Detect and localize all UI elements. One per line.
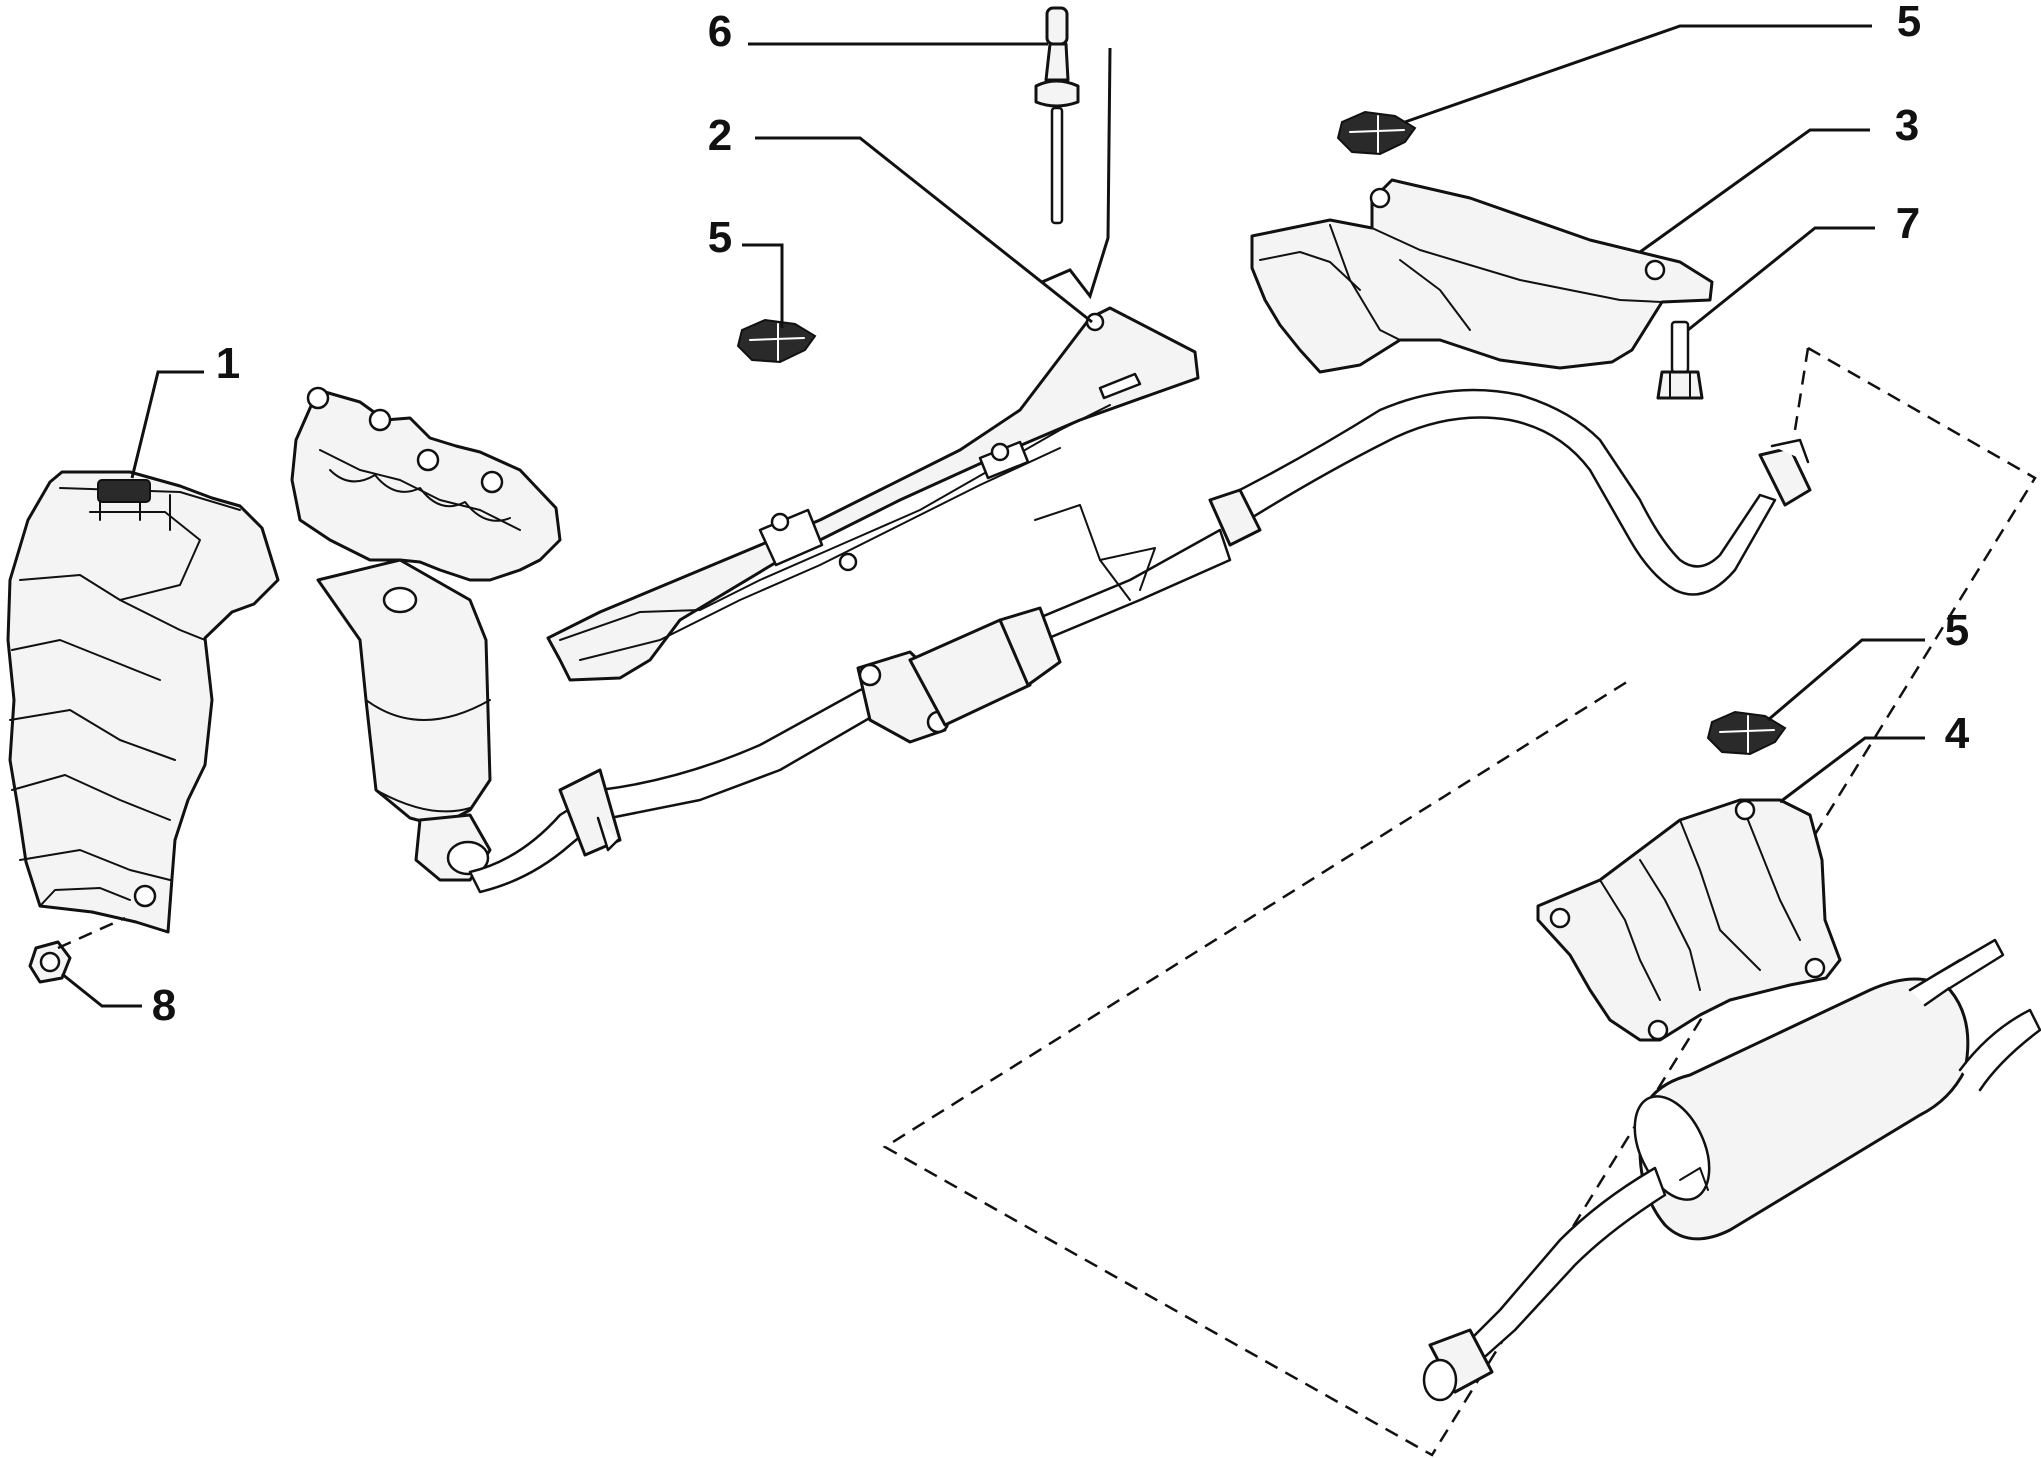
part-1-manifold-heat-shield[interactable] <box>6 470 280 934</box>
callout-5-right: 5 <box>1945 606 1969 655</box>
part-6-rivet[interactable] <box>1034 6 1080 225</box>
rear-tailpipe-inlet[interactable] <box>1422 1166 1709 1402</box>
callout-5-top: 5 <box>1897 0 1921 46</box>
part-5-clip-c[interactable] <box>1706 710 1787 756</box>
rear-section-boundary <box>882 346 2037 1457</box>
callout-4: 4 <box>1945 709 1970 758</box>
part-6-insertion-arrow <box>1041 47 1112 300</box>
part-8-dash-link <box>57 916 126 950</box>
callout-7: 7 <box>1896 199 1920 248</box>
callout-5-left: 5 <box>708 213 732 262</box>
leader-8 <box>61 972 142 1008</box>
leader-3 <box>1639 128 1870 254</box>
exhaust-manifold-catalytic-converter[interactable] <box>290 386 562 882</box>
callout-3: 3 <box>1895 101 1919 150</box>
part-4-rear-heat-shield[interactable] <box>1536 798 1842 1042</box>
leader-1 <box>130 370 204 479</box>
part-2-underbody-heat-shield[interactable] <box>546 306 1200 682</box>
leader-5c <box>1767 638 1925 722</box>
part-5-clip-b[interactable] <box>736 318 817 364</box>
part-7-bolt[interactable] <box>1656 320 1704 400</box>
leader-4 <box>1779 736 1925 804</box>
callout-2: 2 <box>708 111 732 160</box>
part-5-clip-a[interactable] <box>1336 110 1417 156</box>
callout-6: 6 <box>708 7 732 56</box>
centre-exhaust-pipe[interactable] <box>1208 388 1812 596</box>
leader-7 <box>1687 226 1875 332</box>
callout-1: 1 <box>216 339 240 388</box>
front-exhaust-pipe[interactable] <box>468 504 1232 894</box>
callout-8: 8 <box>152 981 176 1030</box>
part-3-centre-heat-shield[interactable] <box>1250 178 1714 374</box>
part-8-nut[interactable] <box>28 940 72 984</box>
leader-5b <box>742 243 784 328</box>
leader-2 <box>755 136 1093 324</box>
leader-5a <box>1404 24 1872 124</box>
